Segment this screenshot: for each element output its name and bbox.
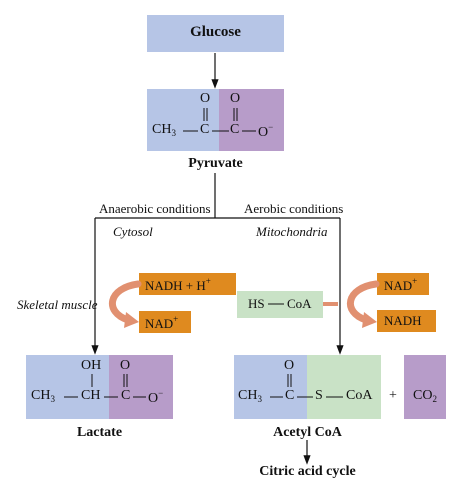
lactate-ch3: CH3 [31,388,55,404]
co2-label: CO2 [413,388,437,404]
lactate-box-right [109,355,173,419]
co2-box [404,355,446,419]
pyruvate-box-right [219,89,284,151]
pyruvate-o-minus: O− [258,122,274,140]
nad-out-label: NAD+ [145,314,179,331]
right-curved-arrow [346,280,380,324]
acetyl-o: O [284,358,295,373]
mitochondria-label: Mitochondria [256,224,328,239]
nadh-h-label: NADH + H+ [145,276,211,293]
acetyl-box-right [307,355,381,419]
acetyl-coa-label: Acetyl CoA [273,425,342,440]
lactate-label: Lactate [76,425,123,440]
cytosol-label: Cytosol [113,224,153,239]
glucose-box [147,15,284,52]
acetyl-coa: CoA [346,388,373,403]
right-curved-arrowhead [362,312,377,328]
acetyl-c: C [285,388,295,403]
hs-label: HS [248,296,265,311]
nad-in-label: NAD+ [384,276,418,293]
lactate-o-minus: O− [148,388,164,406]
acetyl-s: S [315,388,323,403]
nadh-h-box [139,273,236,295]
nad-out-box [139,311,191,333]
left-curved-arrowhead [124,312,139,328]
lactate-ch: CH [81,388,101,403]
pyruvate-o1: O [200,91,211,106]
lactate-o: O [120,358,131,373]
acetyl-plus: + [389,388,397,403]
pyruvate-c1: C [200,122,210,137]
pyruvate-c2: C [230,122,240,137]
coa-label: CoA [287,296,312,311]
lactate-c: C [121,388,131,403]
glucose-label: Glucose [190,24,241,40]
pyruvate-label: Pyruvate [188,156,243,171]
acetyl-ch3: CH3 [238,388,262,404]
lactate-oh: OH [81,358,102,373]
lactate-box-left [26,355,109,419]
aerobic-label: Aerobic conditions [244,201,344,216]
pyruvate-o2: O [230,91,241,106]
nad-in-box [377,273,429,295]
anaerobic-label: Anaerobic conditions [99,201,211,216]
skeletal-muscle-label: Skeletal muscle [17,297,98,312]
acetyl-box-left [234,355,307,419]
pyruvate-ch3: CH3 [152,122,176,138]
citric-acid-cycle-label: Citric acid cycle [259,464,356,479]
left-curved-arrow [108,280,142,324]
nadh-out-box [377,310,436,332]
nadh-out-label: NADH [384,313,422,328]
